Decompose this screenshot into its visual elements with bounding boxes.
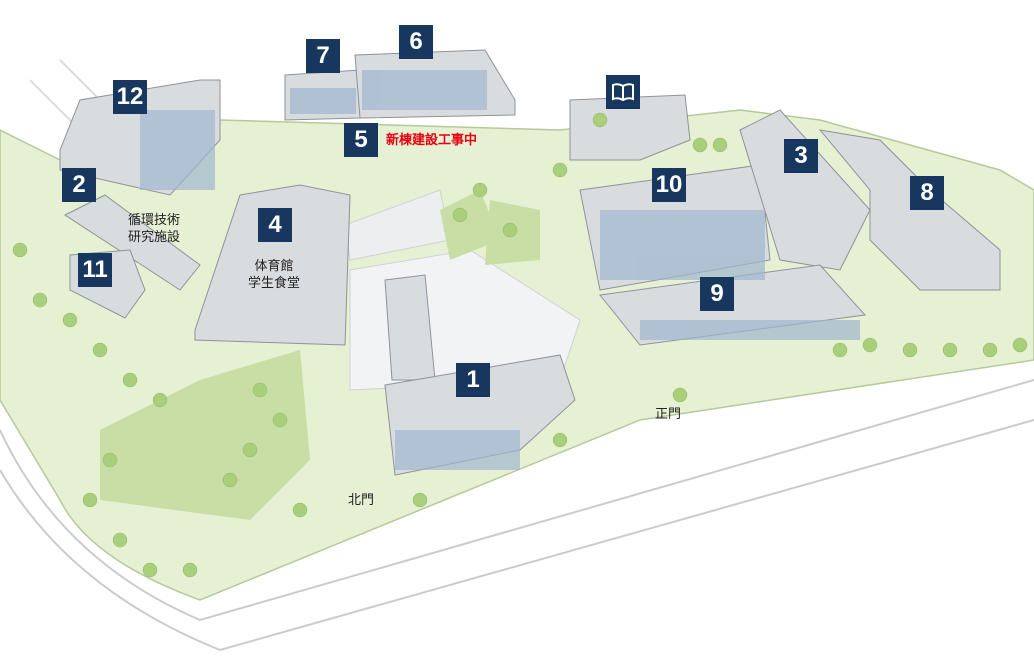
marker-building-12[interactable]: 12 [113,80,147,114]
tree [272,412,288,428]
tree [62,312,78,328]
tree [502,222,518,238]
tree [102,452,118,468]
marker-building-8[interactable]: 8 [910,176,944,210]
tree [12,242,28,258]
main-gate-label: 正門 [655,407,682,422]
tree [92,342,108,358]
marker-building-11[interactable]: 11 [78,253,112,287]
tree [182,562,198,578]
book-icon [612,83,634,102]
tree [112,532,128,548]
marker-building-5[interactable]: 5 [344,123,378,157]
tree [592,112,608,128]
tree [222,472,238,488]
north-gate-label: 北門 [348,493,375,508]
tree [902,342,918,358]
tree [82,492,98,508]
tree [552,432,568,448]
gym-line2: 学生食堂 [248,276,301,291]
tree [672,387,688,403]
marker-building-4[interactable]: 4 [258,208,292,242]
tree [832,342,848,358]
tree [712,137,728,153]
tree [122,372,138,388]
tree [692,137,708,153]
tree [252,382,268,398]
marker-building-9[interactable]: 9 [700,277,734,311]
marker-building-2[interactable]: 2 [62,168,96,202]
tree [412,492,428,508]
gym-cafeteria-label: 体育館学生食堂 [248,258,300,292]
marker-building-7[interactable]: 7 [306,39,340,73]
construction-label: 新棟建設工事中 [386,133,478,148]
tree [472,182,488,198]
tree [1012,337,1028,353]
marker-building-1[interactable]: 1 [456,363,490,397]
recycling-facility-label: 循環技術研究施設 [128,212,180,246]
tree [862,337,878,353]
tree [142,562,158,578]
marker-building-6[interactable]: 6 [399,25,433,59]
marker-building-3[interactable]: 3 [784,139,818,173]
tree [242,442,258,458]
tree [292,502,308,518]
tree [982,342,998,358]
recycling-line2: 研究施設 [128,230,181,245]
marker-library[interactable] [606,75,640,109]
tree [942,342,958,358]
tree [152,392,168,408]
tree [32,292,48,308]
gym-line1: 体育館 [254,259,294,274]
tree [452,207,468,223]
tree [552,162,568,178]
recycling-line1: 循環技術 [128,213,181,228]
marker-building-10[interactable]: 10 [652,168,686,202]
